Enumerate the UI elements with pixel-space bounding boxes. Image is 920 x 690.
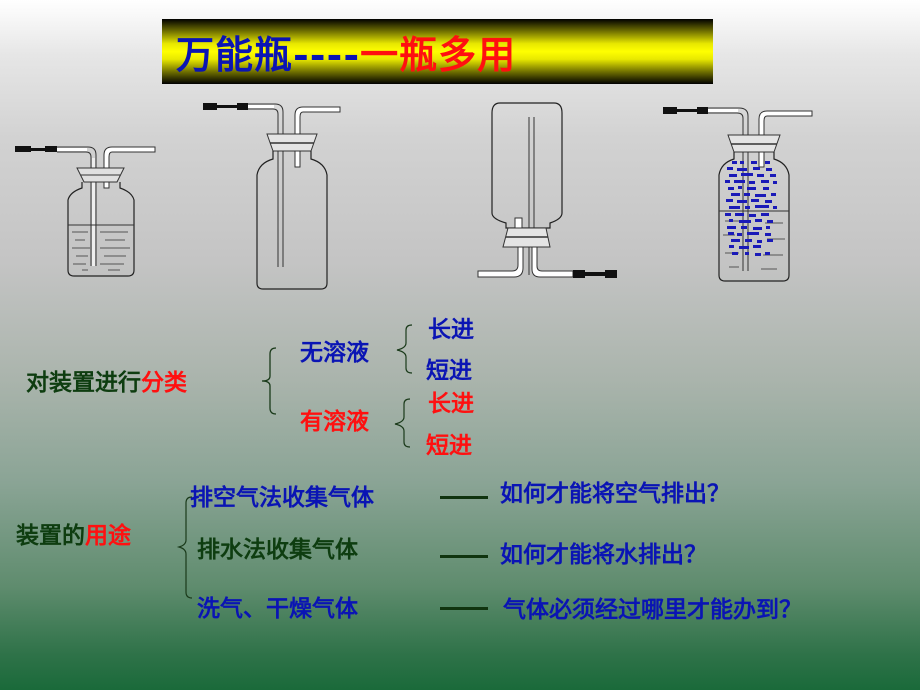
title-part-2: 一瓶多用 xyxy=(360,32,517,77)
slide-title-bar: 万能瓶----一瓶多用 xyxy=(162,19,713,84)
brace-no-solution-icon xyxy=(396,324,413,374)
leaf-long-in-2: 长进 xyxy=(428,390,474,417)
branch-with-solution: 有溶液 xyxy=(300,408,369,435)
bottle-3-figure xyxy=(477,102,617,278)
bottle-2-figure xyxy=(203,103,341,290)
dash-line-1 xyxy=(440,496,488,499)
bottle-1-figure xyxy=(15,146,156,277)
usage-wash-dry-gas: 洗气、干燥气体 xyxy=(197,595,358,622)
classification-brace-icon xyxy=(261,347,277,415)
classification-highlight: 分类 xyxy=(141,369,187,396)
branch-no-solution: 无溶液 xyxy=(300,339,369,366)
brace-with-solution-icon xyxy=(394,398,411,448)
usage-brace-icon xyxy=(176,496,193,599)
usage-root: 装置的用途 xyxy=(16,524,131,547)
usage-prefix: 装置的 xyxy=(16,522,85,549)
leaf-short-in-2: 短进 xyxy=(426,432,472,459)
question-air: 如何才能将空气排出？ xyxy=(500,480,730,507)
classification-prefix: 对装置进行 xyxy=(26,369,141,396)
leaf-short-in-1: 短进 xyxy=(426,357,472,384)
usage-air-displacement: 排空气法收集气体 xyxy=(190,484,374,511)
usage-water-displacement: 排水法收集气体 xyxy=(197,536,358,563)
title-part-1: 万能瓶---- xyxy=(176,32,361,77)
dash-line-3 xyxy=(440,607,488,610)
question-water: 如何才能将水排出？ xyxy=(500,541,707,568)
dash-line-2 xyxy=(440,555,488,558)
bottle-4-figure xyxy=(663,107,813,282)
usage-highlight: 用途 xyxy=(85,522,131,549)
leaf-long-in-1: 长进 xyxy=(428,316,474,343)
question-wash: 气体必须经过哪里才能办到？ xyxy=(503,596,802,623)
classification-root: 对装置进行分类 xyxy=(26,371,187,394)
